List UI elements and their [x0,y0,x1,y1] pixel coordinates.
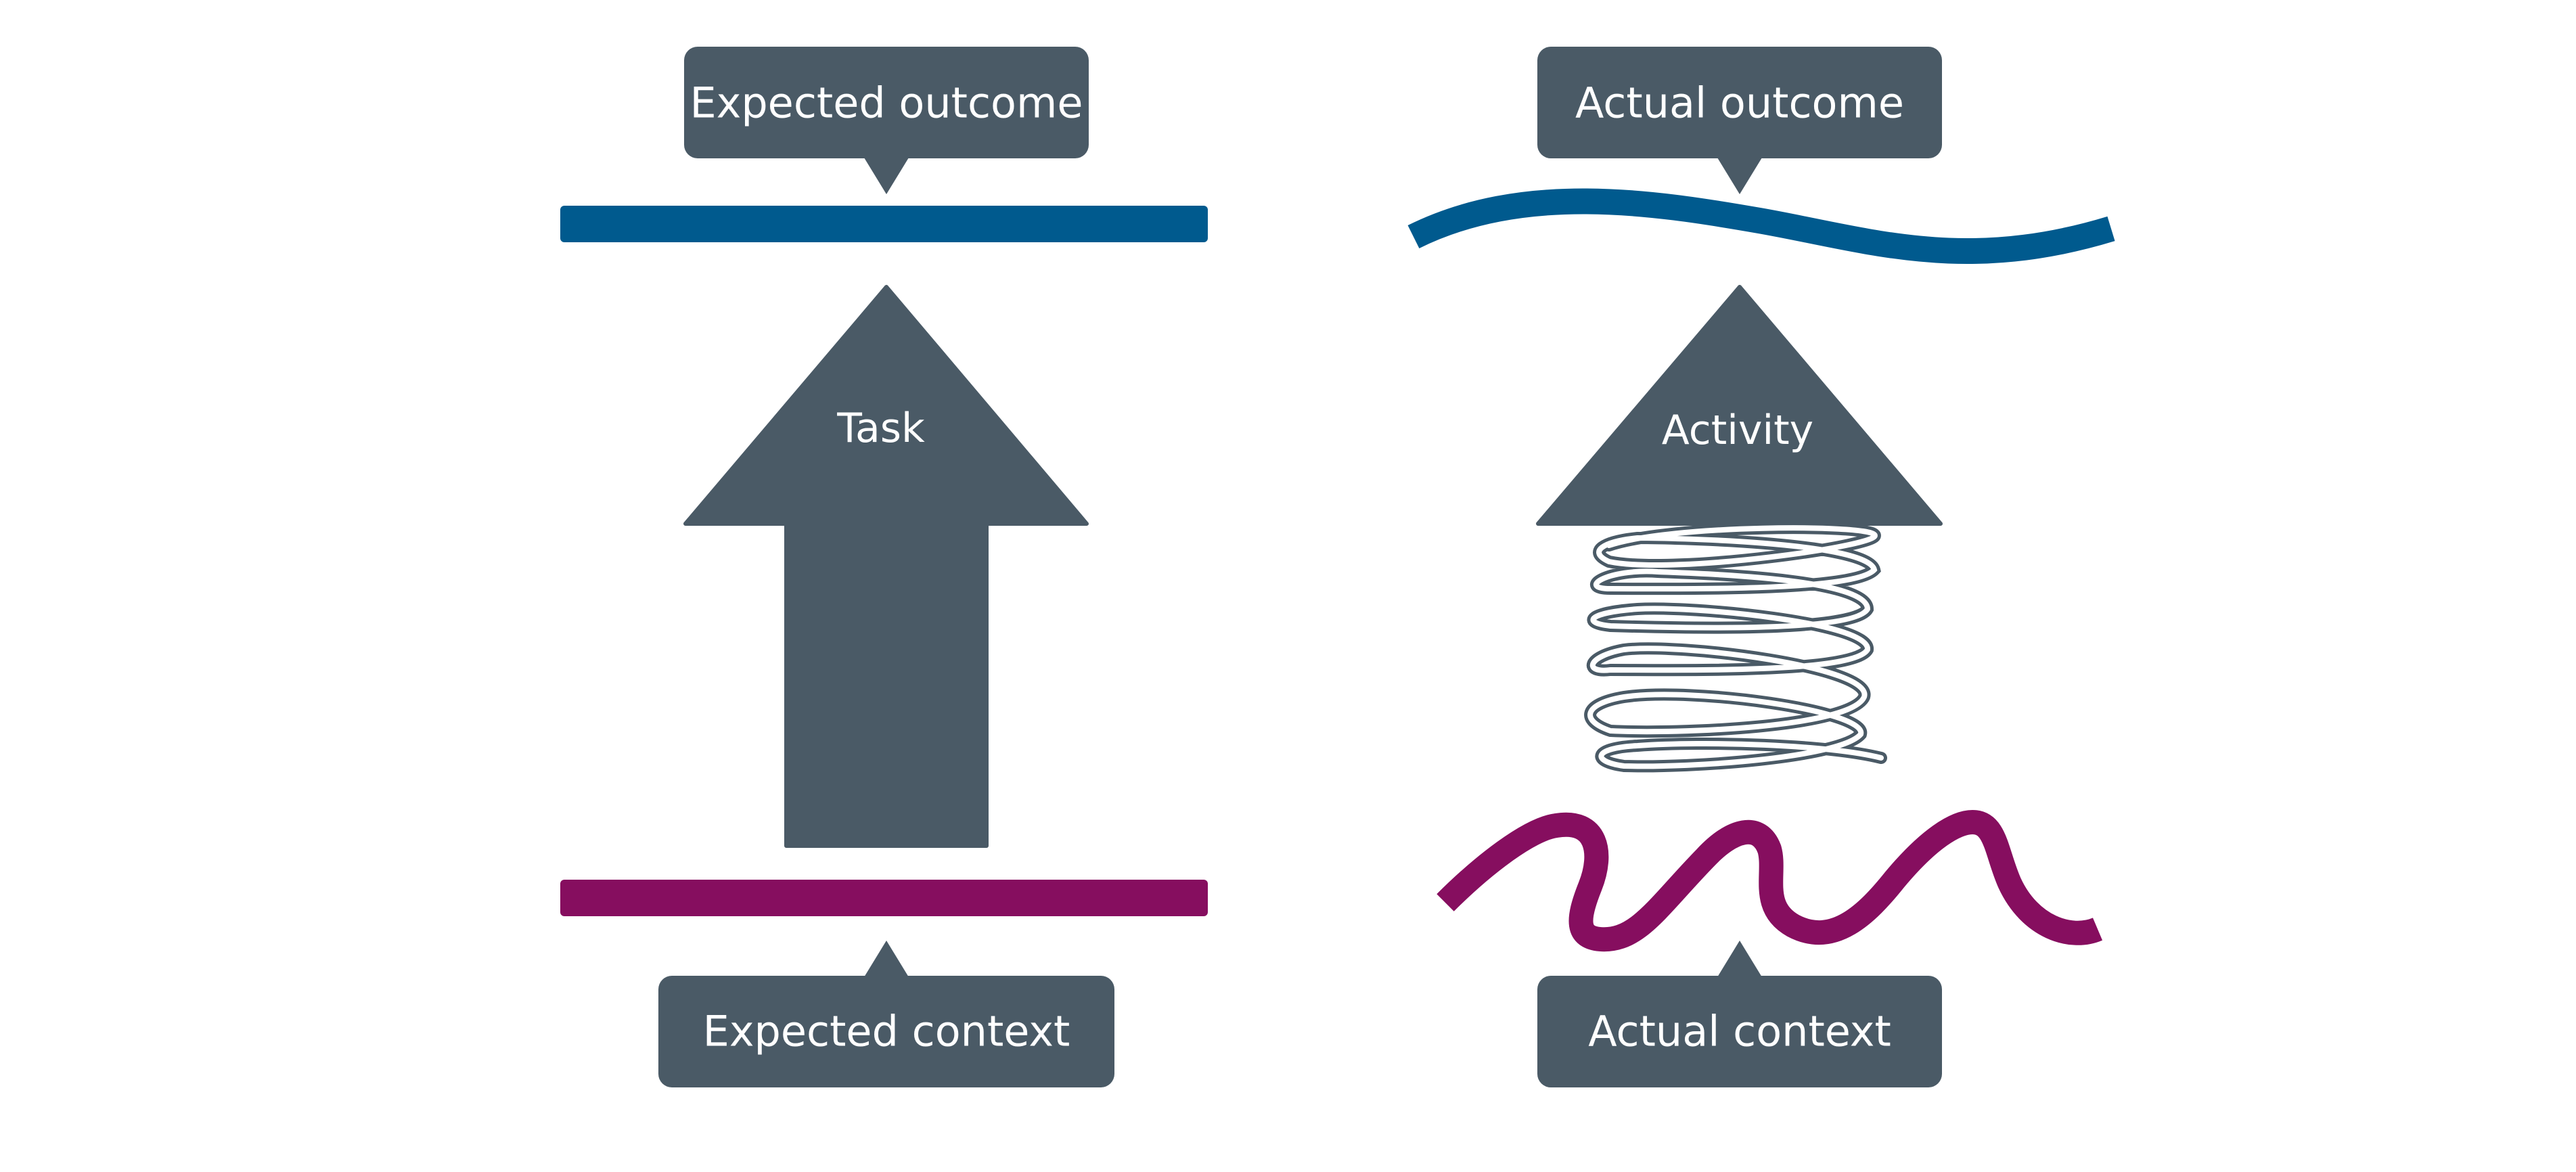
expected-context-label: Expected context [703,1007,1070,1056]
actual-context-squiggle [1437,810,2103,952]
actual-outcome-wave [1407,188,2115,265]
right-panel: Actual outcome Activity Actual context [1407,47,2115,1087]
actual-outcome-callout: Actual outcome [1537,47,1942,194]
activity-arrow-head: Activity [1536,285,1943,526]
task-label: Task [836,405,925,452]
expected-outcome-label: Expected outcome [690,78,1083,128]
task-arrow: Task [683,285,1089,848]
expected-outcome-line [560,206,1208,242]
actual-context-callout: Actual context [1537,941,1942,1087]
actual-outcome-label: Actual outcome [1575,78,1904,128]
activity-label: Activity [1662,407,1813,454]
expected-outcome-callout: Expected outcome [684,47,1089,194]
actual-context-label: Actual context [1588,1007,1891,1056]
expected-context-line [560,880,1208,916]
spring-coil [1584,522,1887,773]
expected-context-callout: Expected context [658,941,1114,1087]
left-panel: Expected outcome Task Expected context [560,47,1208,1087]
